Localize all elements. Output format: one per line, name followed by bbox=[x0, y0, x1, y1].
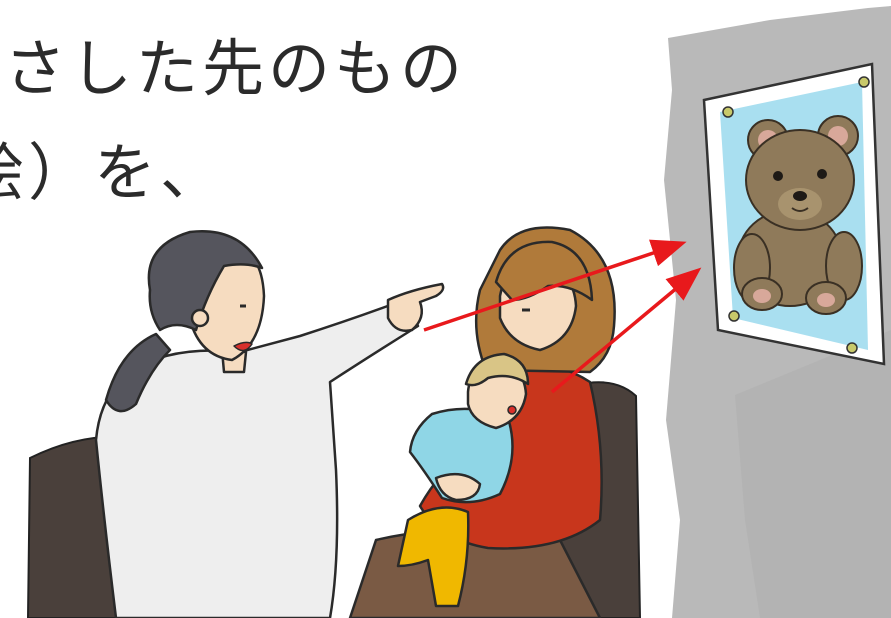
poster-pin bbox=[728, 310, 740, 322]
caption-line-1: さした先のもの bbox=[4, 32, 467, 105]
wall-shadow-light bbox=[735, 330, 891, 618]
mother-hand bbox=[434, 472, 482, 502]
baby-pants bbox=[396, 506, 470, 608]
doctor-coat bbox=[94, 298, 420, 618]
doctor bbox=[94, 230, 445, 618]
bear-poster bbox=[702, 62, 886, 366]
pointing-hand bbox=[386, 282, 445, 332]
doctor-ponytail bbox=[104, 332, 172, 413]
poster-pin bbox=[722, 106, 734, 118]
doctor-mouth bbox=[233, 341, 253, 352]
doctor-ear bbox=[190, 308, 210, 328]
baby-hair bbox=[464, 352, 530, 387]
gaze-arrow-baby bbox=[550, 267, 702, 394]
baby-mouth bbox=[507, 405, 517, 415]
gaze-arrow-doctor bbox=[423, 239, 687, 332]
caption-line-2: 絵）を、 bbox=[0, 136, 227, 209]
poster-pin bbox=[858, 76, 870, 88]
poster-pin bbox=[846, 342, 858, 354]
doctor-hair bbox=[147, 230, 264, 332]
baby bbox=[396, 352, 530, 608]
caption: さした先のもの 絵）を、 bbox=[0, 0, 620, 230]
teddy-bear bbox=[733, 115, 863, 315]
